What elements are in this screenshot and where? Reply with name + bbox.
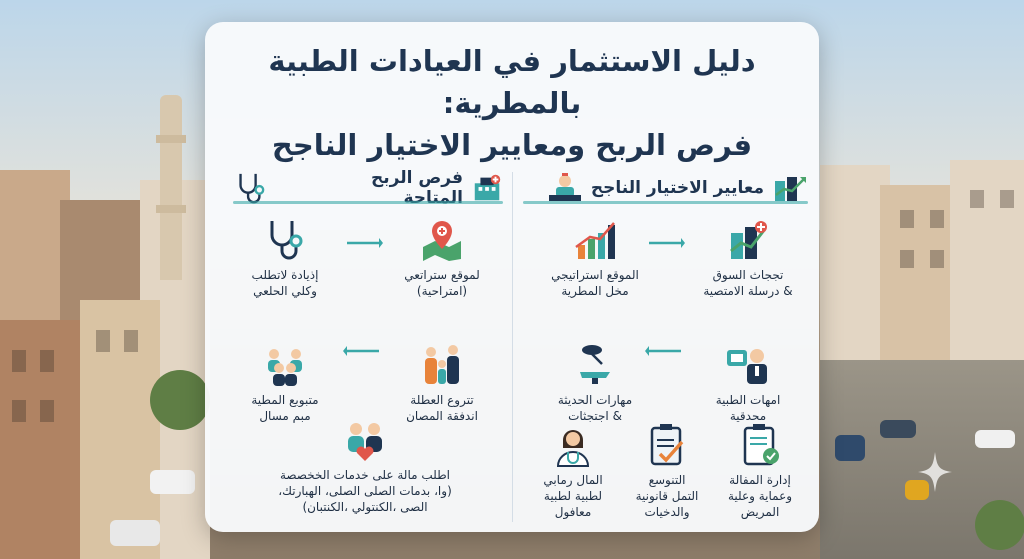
criteria-item-text: التنوسع التمل قانونية والدخيات — [635, 473, 699, 519]
city-growth-icon — [775, 177, 806, 201]
city-growth-icon — [730, 221, 767, 259]
title-line-2: فرص الربح ومعايير الاختيار الناجح — [271, 128, 753, 162]
window — [900, 250, 914, 268]
flow-arrow-icon — [343, 346, 379, 356]
car — [150, 470, 195, 494]
car — [975, 430, 1015, 448]
car — [880, 420, 916, 438]
profit-heading: فرص الربح المتاحة — [233, 168, 503, 208]
tree — [150, 370, 210, 430]
window — [40, 350, 54, 372]
window — [124, 330, 138, 352]
page-title: دليل الاستثمار في العيادات الطبية بالمطر… — [205, 40, 819, 166]
map-pin-icon — [423, 221, 461, 261]
female-doctor-icon — [556, 430, 590, 467]
profit-item-text: إذيادة لاتطلب وكلي الحلعي — [251, 268, 319, 298]
building — [80, 300, 160, 559]
criteria-item-text: مهارات الحديثة & اجتجثات — [557, 393, 633, 423]
clipboard-check-icon — [743, 424, 779, 466]
profit-item-text: لموقع ستراتعي (امتراحية) — [404, 268, 480, 298]
couple-heart-icon — [348, 423, 382, 461]
criteria-item-text: إدارة المفالة وعماية وعلية المريض — [727, 473, 793, 519]
growth-chart-icon — [575, 222, 615, 259]
profit-item-text: اطلب مالة على خدمات الخخصصة (وا، بدمات ا… — [278, 468, 452, 514]
criteria-item-legal: التنوسع التمل قانونية والدخيات — [617, 422, 717, 520]
profit-item-strategic-location: لموقع ستراتعي (امتراحية) — [377, 217, 507, 299]
window — [900, 210, 914, 228]
window — [96, 330, 110, 352]
window — [970, 190, 984, 208]
window — [40, 400, 54, 422]
dental-chair-icon — [580, 345, 610, 384]
title-line-1: دليل الاستثمار في العيادات الطبية بالمطر… — [268, 44, 756, 120]
criteria-item-finance: المال رمابي لطبية لطبية معافول — [523, 422, 623, 520]
section-divider — [512, 172, 513, 522]
sparkle-icon — [918, 452, 952, 492]
profit-item-diverse-clients: تتروع العطلة اندفقة المصان — [377, 342, 507, 424]
minaret — [156, 95, 186, 280]
window — [1000, 190, 1014, 208]
building — [950, 160, 1024, 390]
profit-underline — [233, 201, 503, 204]
doctor-desk-icon — [548, 173, 581, 201]
building — [0, 320, 90, 559]
checklist-icon — [650, 424, 684, 466]
window — [930, 250, 944, 268]
criteria-item-text: امهات الطبية محدقية — [715, 393, 781, 423]
profit-item-specialized-services: اطلب مالة على خدمات الخخصصة (وا، بدمات ا… — [245, 417, 485, 515]
profit-item-text: تتروع العطلة اندفقة المصان — [406, 393, 478, 423]
building — [820, 165, 890, 365]
hospital-icon — [474, 174, 501, 201]
profit-item-increase-demand: إذيادة لاتطلب وكلي الحلعي — [220, 217, 350, 299]
criteria-heading: معايير الاختيار الناجح — [523, 170, 808, 206]
flow-arrow-icon — [649, 238, 685, 248]
criteria-heading-text: معايير الاختيار الناجح — [590, 178, 764, 198]
criteria-underline — [523, 201, 808, 204]
criteria-item-strategic-location: الموقع استراتيجي مخل المطرية — [530, 217, 660, 299]
window — [12, 350, 26, 372]
criteria-item-medical-staff: امهات الطبية محدقية — [683, 342, 813, 424]
criteria-item-modern-equipment: مهارات الحديثة & اجتجثات — [530, 342, 660, 424]
family-icon — [425, 345, 459, 384]
stethoscope-icon — [270, 221, 303, 260]
tree — [975, 500, 1024, 550]
window — [930, 210, 944, 228]
criteria-item-text: تججاث السوق & درسلة الامتصية — [703, 268, 793, 298]
profit-item-teamwork: متبوبع المطية مبم مسال — [220, 342, 350, 424]
criteria-item-market-research: تججاث السوق & درسلة الامتصية — [683, 217, 813, 299]
doctor-equipment-icon — [727, 349, 767, 384]
profit-item-text: متبوبع المطية مبم مسال — [251, 393, 319, 423]
infographic-card: دليل الاستثمار في العيادات الطبية بالمطر… — [205, 22, 819, 532]
team-icon — [268, 349, 302, 386]
stethoscope-icon — [239, 173, 265, 204]
window — [12, 400, 26, 422]
flow-arrow-icon — [645, 346, 681, 356]
criteria-item-text: الموقع استراتيجي مخل المطرية — [551, 268, 639, 298]
criteria-item-text: المال رمابي لطبية لطبية معافول — [543, 473, 603, 519]
car — [110, 520, 160, 546]
car — [835, 435, 865, 461]
criteria-item-management: إدارة المفالة وعماية وعلية المريض — [710, 422, 810, 520]
flow-arrow-icon — [347, 238, 383, 248]
tuktuk — [905, 480, 929, 500]
